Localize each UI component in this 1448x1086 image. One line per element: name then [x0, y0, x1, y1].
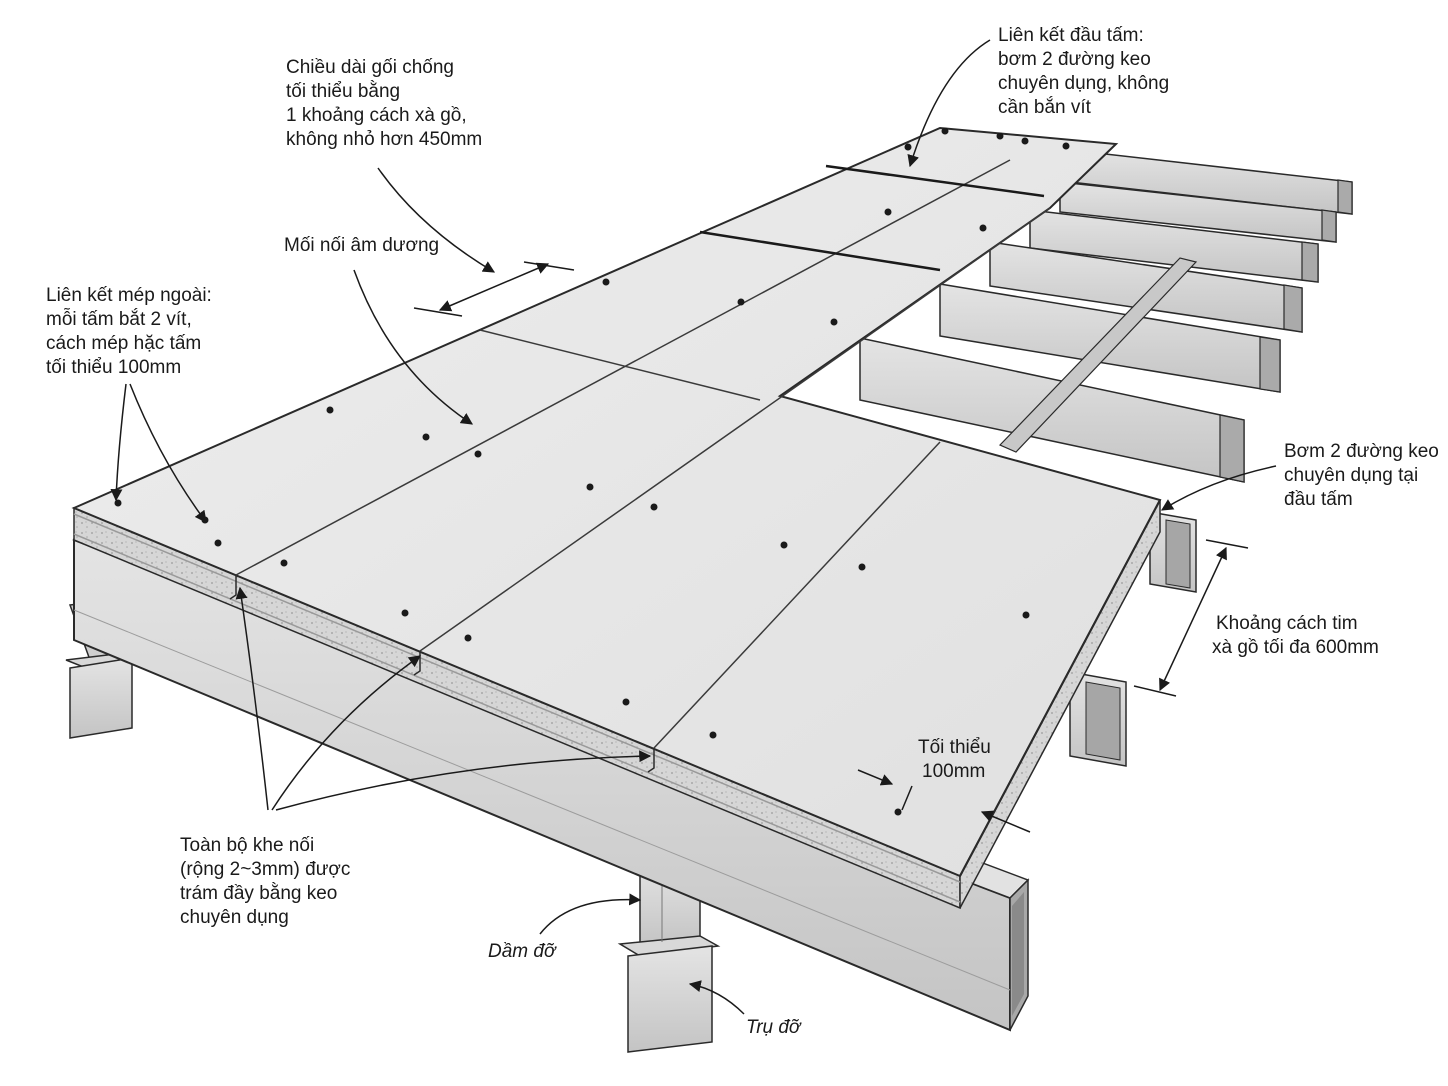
joist-3 [1029, 209, 1319, 283]
label-tongue-groove: Mối nối âm dương [284, 235, 440, 256]
joist-front-2 [1069, 671, 1127, 767]
label-edge-connection: Liên kết mép ngoài: mỗi tấm bắt 2 vít, c… [46, 285, 212, 378]
label-glue-ends: Bơm 2 đường keo chuyên dụng tại đầu tấm [1284, 441, 1439, 510]
post-center [617, 861, 721, 1053]
label-beam: Dầm đỡ [488, 941, 556, 962]
panel-edge-foam [73, 499, 1161, 910]
joist-4 [989, 241, 1303, 333]
joist-2 [1059, 181, 1337, 243]
floor-panels [71, 126, 1162, 878]
joists [859, 149, 1353, 767]
label-joist-spacing: Khoảng cách tim xà gồ tối đa 600mm [1212, 613, 1379, 658]
label-support-length: Chiều dài gối chống tối thiểu bằng 1 kho… [286, 57, 483, 150]
label-end-connection: Liên kết đầu tấm: bơm 2 đường keo chuyên… [998, 25, 1170, 118]
leader-lines [110, 39, 1277, 1015]
label-joints: Toàn bộ khe nối (rộng 2~3mm) được trám đ… [180, 835, 351, 928]
label-post: Trụ đỡ [746, 1017, 801, 1038]
label-min-100: Tối thiểu 100mm [918, 737, 991, 782]
